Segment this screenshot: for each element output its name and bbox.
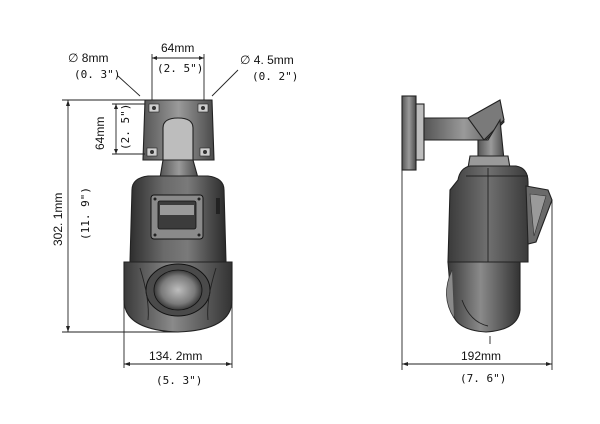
camera-dome: [123, 261, 233, 333]
dim-body-width: 134. 2mm (5. 3"): [123, 300, 233, 387]
side-housing: [447, 165, 553, 263]
screw-diameter-value: ∅ 4. 5mm: [240, 53, 294, 67]
dim-mount-width: 64mm (2. 5"): [151, 41, 205, 100]
dim-mount-height: 64mm (2. 5"): [93, 103, 145, 155]
side-wall-plate: [401, 95, 425, 171]
dim-hole-diameter: ∅ 8mm (0. 3"): [68, 51, 141, 97]
front-view: ∅ 8mm (0. 3") 64mm (2. 5") ∅ 4. 5mm (0. …: [51, 41, 298, 387]
hole-diameter-value: ∅ 8mm: [68, 51, 108, 65]
screw-diameter-imperial: (0. 2"): [252, 70, 298, 83]
mount-height-imperial: (2. 5"): [119, 104, 132, 150]
side-arm: [423, 99, 511, 169]
total-height-imperial: (11. 9"): [79, 187, 92, 240]
dim-total-height: 302. 1mm (11. 9"): [51, 99, 178, 333]
camera-housing: [129, 175, 227, 263]
mount-height-value: 64mm: [93, 117, 107, 150]
side-view: 192mm (7. 6"): [401, 95, 553, 385]
body-width-imperial: (5. 3"): [156, 374, 202, 387]
body-width-value: 134. 2mm: [149, 349, 202, 363]
total-depth-value: 192mm: [461, 349, 501, 363]
mount-width-value: 64mm: [161, 41, 194, 55]
dim-total-depth: 192mm (7. 6"): [401, 170, 553, 385]
total-depth-imperial: (7. 6"): [460, 372, 506, 385]
hole-diameter-imperial: (0. 3"): [74, 68, 120, 81]
side-dome: [446, 261, 521, 344]
total-height-value: 302. 1mm: [51, 193, 65, 246]
mount-plate: [142, 99, 215, 179]
mount-width-imperial: (2. 5"): [157, 62, 203, 75]
dim-screw-diameter: ∅ 4. 5mm (0. 2"): [211, 53, 298, 97]
